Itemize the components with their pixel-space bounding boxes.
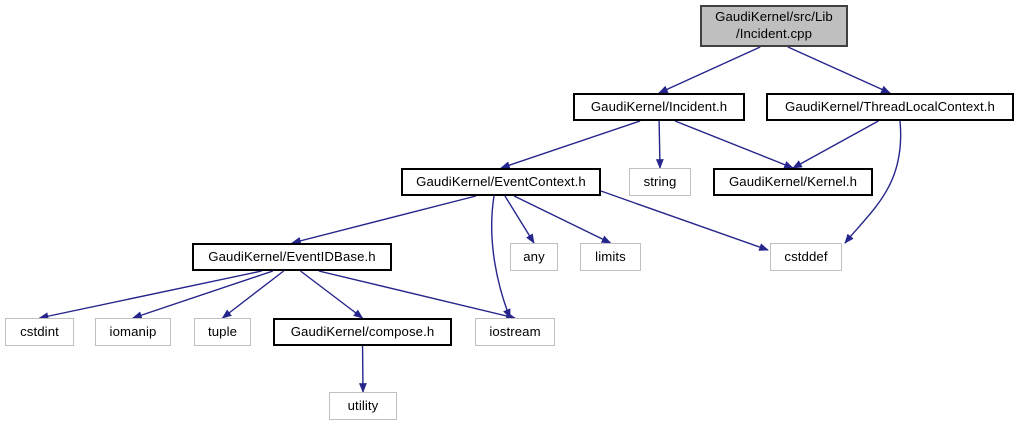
graph-edge-eventcontext-h-to-cstddef [600, 190, 769, 251]
graph-edges [38, 46, 902, 393]
graph-node-iostream[interactable]: iostream [475, 318, 555, 346]
graph-edge-incident-h-to-kernel-h [674, 120, 794, 169]
graph-edge-eventcontext-h-to-limits [513, 195, 612, 244]
graph-edge-threadlocalcontext-h-to-cstddef [844, 120, 902, 244]
graph-edge-eventidbase-h-to-cstdint [38, 270, 262, 321]
graph-edge-eventcontext-h-to-iostream [491, 195, 511, 319]
graph-node-iomanip[interactable]: iomanip [95, 318, 171, 346]
graph-edge-eventidbase-h-to-iomanip [132, 270, 274, 319]
graph-node-any[interactable]: any [510, 243, 558, 271]
graph-node-eventcontext-h[interactable]: GaudiKernel/EventContext.h [401, 168, 601, 196]
graph-edge-eventidbase-h-to-compose-h [300, 270, 364, 319]
graph-node-compose-h[interactable]: GaudiKernel/compose.h [273, 318, 452, 346]
graph-node-incident-cpp[interactable]: GaudiKernel/src/Lib /Incident.cpp [700, 5, 848, 47]
graph-node-string[interactable]: string [629, 168, 691, 196]
graph-node-limits[interactable]: limits [580, 243, 641, 271]
graph-node-incident-h[interactable]: GaudiKernel/Incident.h [573, 93, 745, 121]
graph-edge-eventidbase-h-to-tuple [221, 270, 285, 319]
graph-edge-incident-h-to-string [655, 120, 664, 169]
graph-node-threadlocalcontext-h[interactable]: GaudiKernel/ThreadLocalContext.h [766, 93, 1014, 121]
graph-edge-eventcontext-h-to-eventidbase-h [291, 195, 477, 245]
graph-edge-incident-cpp-to-threadlocalcontext-h [787, 46, 891, 94]
graph-node-utility[interactable]: utility [329, 392, 397, 420]
graph-edge-incident-cpp-to-incident-h [658, 46, 761, 94]
graph-node-tuple[interactable]: tuple [194, 318, 251, 346]
graph-edge-incident-h-to-eventcontext-h [500, 120, 641, 169]
graph-node-cstddef[interactable]: cstddef [770, 243, 842, 271]
graph-node-kernel-h[interactable]: GaudiKernel/Kernel.h [713, 168, 873, 196]
graph-edge-eventcontext-h-to-any [504, 195, 535, 244]
graph-node-cstdint[interactable]: cstdint [5, 318, 74, 346]
graph-edge-threadlocalcontext-h-to-kernel-h [792, 120, 879, 169]
graph-node-eventidbase-h[interactable]: GaudiKernel/EventIDBase.h [192, 243, 392, 271]
graph-edge-eventidbase-h-to-iostream [318, 270, 516, 320]
